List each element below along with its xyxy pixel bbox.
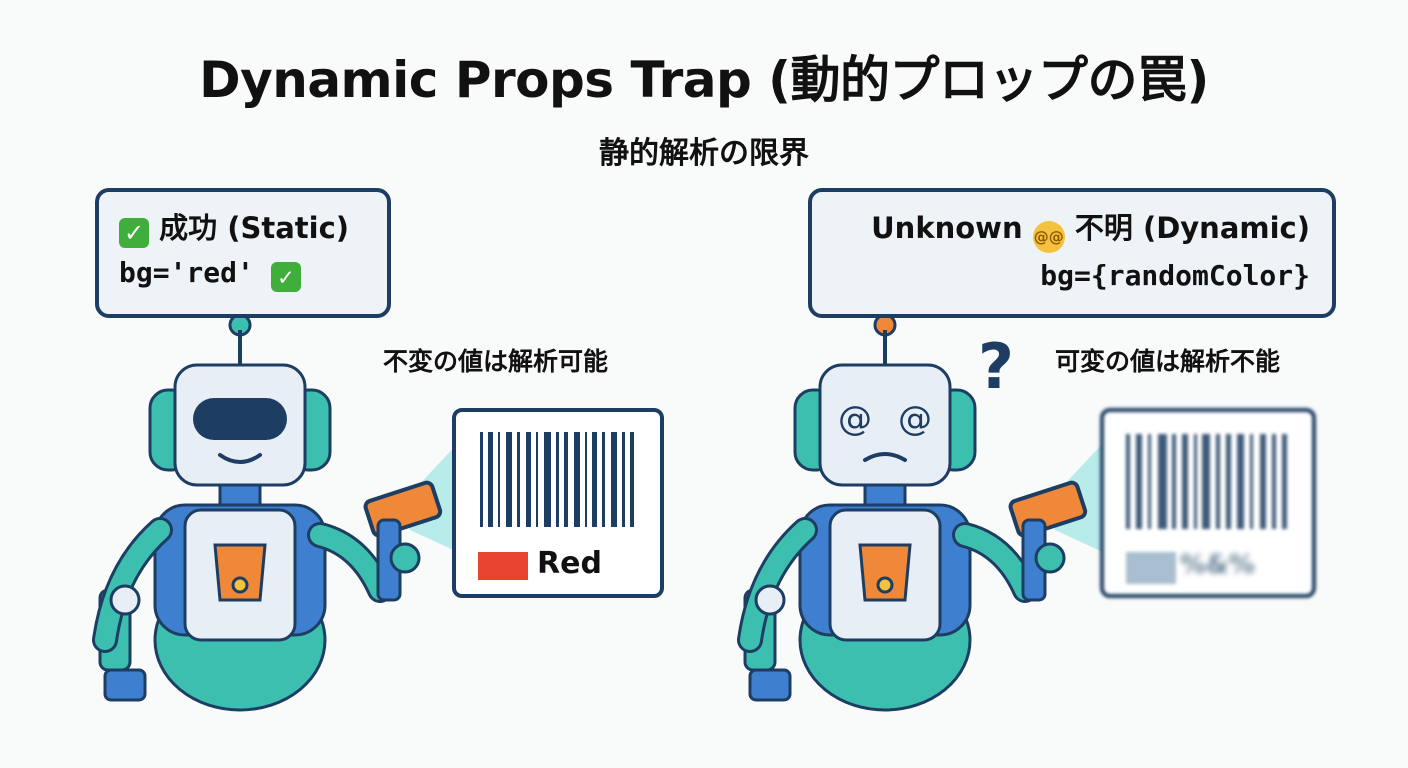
page-subtitle: 静的解析の限界 — [599, 136, 809, 171]
red-swatch — [478, 552, 528, 580]
dizzy-face-icon: @@ — [1032, 221, 1065, 253]
check-mark-icon: ✓ — [270, 262, 301, 292]
code-dynamic: bg={randomColor} — [1040, 259, 1310, 292]
barcode-card-static — [452, 408, 664, 598]
speech-bubble-static: ✓ 成功 (Static) bg='red' ✓ — [95, 188, 391, 318]
page-title: Dynamic Props Trap (動的プロップの罠) — [199, 51, 1209, 109]
barcode-label-dynamic: %&% — [1180, 550, 1255, 580]
unknown-swatch — [1126, 552, 1176, 584]
caption-static: 不変の値は解析可能 — [383, 347, 609, 376]
question-mark-icon: ? — [978, 330, 1014, 403]
check-mark-icon: ✓ — [119, 218, 149, 248]
status-dynamic: 不明 (Dynamic) — [1074, 211, 1310, 245]
barcode-scanner-icon — [363, 480, 443, 602]
barcode-card-dynamic — [1100, 408, 1316, 598]
spiral-eye-icon: @ — [838, 399, 872, 439]
caption-dynamic: 可変の値は解析不能 — [1055, 347, 1281, 376]
visor-icon — [193, 398, 287, 440]
robot-right: @ @ — [745, 313, 1025, 710]
barcode-icon — [478, 432, 634, 580]
unknown-label: Unknown — [871, 211, 1023, 245]
status-static: 成功 (Static) — [159, 211, 350, 245]
barcode-label-static: Red — [537, 546, 602, 581]
spiral-eye-icon: @ — [898, 399, 932, 439]
robot-left — [100, 313, 380, 710]
blurred-barcode-icon — [1126, 434, 1287, 584]
code-static: bg='red' — [119, 256, 254, 289]
barcode-scanner-icon — [1008, 480, 1088, 602]
speech-bubble-dynamic: Unknown @@ 不明 (Dynamic) bg={randomColor} — [808, 188, 1336, 318]
